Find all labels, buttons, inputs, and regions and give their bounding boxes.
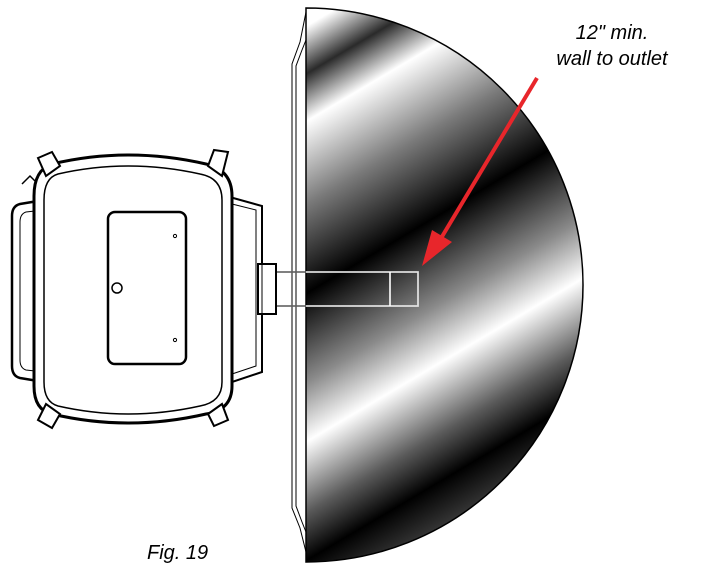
callout-line-2: wall to outlet [556,48,668,70]
callout-line-1: 12" min. [575,22,649,44]
clearance-callout: 12" min. wall to outlet [526,20,698,72]
figure-caption: Fig. 19 [147,542,209,564]
clearance-zone [305,7,584,563]
appliance-body [10,148,277,430]
wall-plate [291,11,307,553]
clearance-arrow [422,76,539,266]
